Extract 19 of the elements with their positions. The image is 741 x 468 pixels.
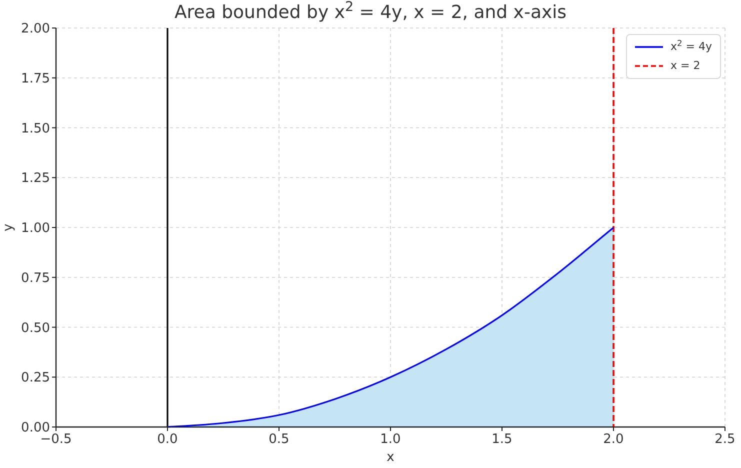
- tick-label: 0.5: [268, 432, 290, 447]
- tick-label: 1.00: [21, 221, 50, 236]
- tick-label: 1.50: [21, 121, 50, 136]
- tick-label: 1.25: [21, 171, 50, 186]
- tick-label: 2.5: [714, 432, 736, 447]
- tick-label: 2.0: [603, 432, 624, 447]
- legend-text: x = 2: [670, 58, 700, 74]
- axis-label: y: [1, 224, 16, 232]
- tick-label: 0.75: [21, 270, 50, 286]
- tick-label: 0.25: [21, 370, 50, 386]
- tick-label: 1.0: [380, 432, 401, 447]
- chart-title: Area bounded by x$^{2}$ = 4y, x = 2, and x-axis: [174, 0, 567, 25]
- tick-label: 0.0: [157, 432, 178, 447]
- legend-text: x$^{2}$ = 4y: [670, 39, 712, 55]
- tick-label: 1.75: [21, 71, 50, 86]
- tick-label: 0.50: [21, 320, 50, 336]
- axis-label: x: [386, 450, 394, 465]
- tick-label: 2.00: [21, 22, 50, 36]
- tick-label: 1.5: [492, 432, 512, 447]
